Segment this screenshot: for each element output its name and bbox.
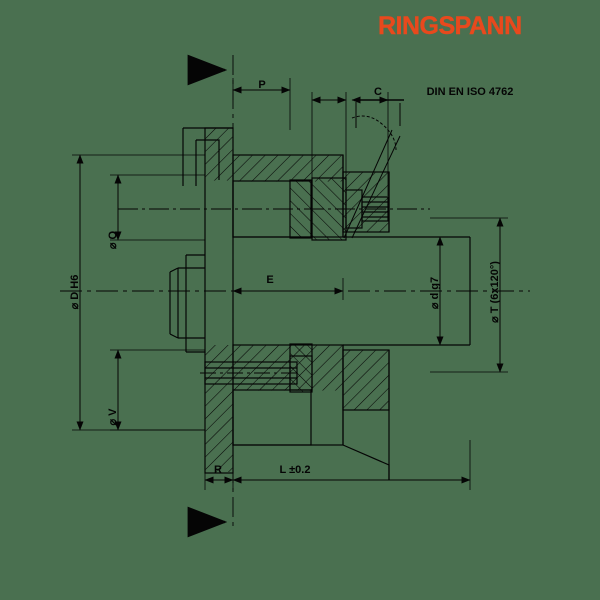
dimension-label-q: ⌀ Q	[107, 230, 119, 249]
dimension-label-d-g7: ⌀ d g7	[429, 277, 441, 309]
dimension-label-v: ⌀ V	[107, 408, 119, 426]
section-mark-c: C	[374, 86, 382, 98]
dimension-label-r: R	[214, 464, 222, 476]
standard-note-din-en-iso: DIN EN ISO 4762	[427, 86, 514, 98]
dimension-label-d-h6: ⌀ D H6	[69, 275, 81, 310]
dimension-label-t-6x120: ⌀ T (6x120°)	[489, 261, 501, 323]
dimension-label-p: P	[258, 79, 265, 91]
dimension-label-e: E	[266, 274, 273, 286]
ringspann-logo: RINGSPANN	[378, 12, 523, 40]
dimension-label-l-tolerance: L ±0.2	[280, 464, 311, 476]
